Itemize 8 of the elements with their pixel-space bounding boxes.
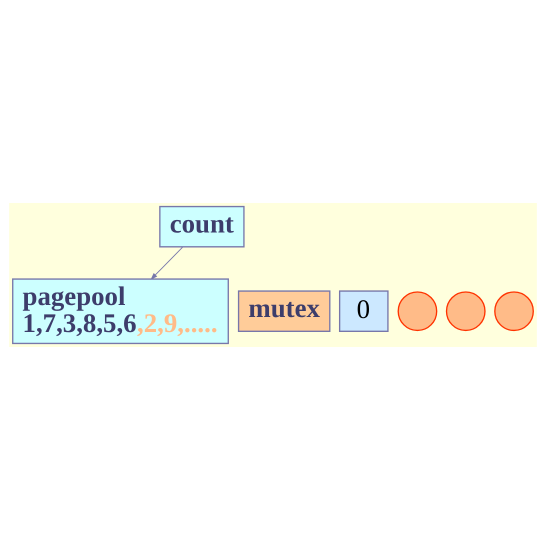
- node-box: count: [159, 205, 245, 247]
- node-box: 0: [338, 290, 389, 332]
- node-circle: [446, 290, 486, 331]
- node-circle: [398, 290, 438, 331]
- node-box: mutex: [238, 290, 330, 332]
- node-circle: [494, 290, 534, 331]
- node-box: pagepool 1,7,3,8,5,6,2,9,.....: [12, 278, 229, 344]
- arrow: [150, 246, 184, 280]
